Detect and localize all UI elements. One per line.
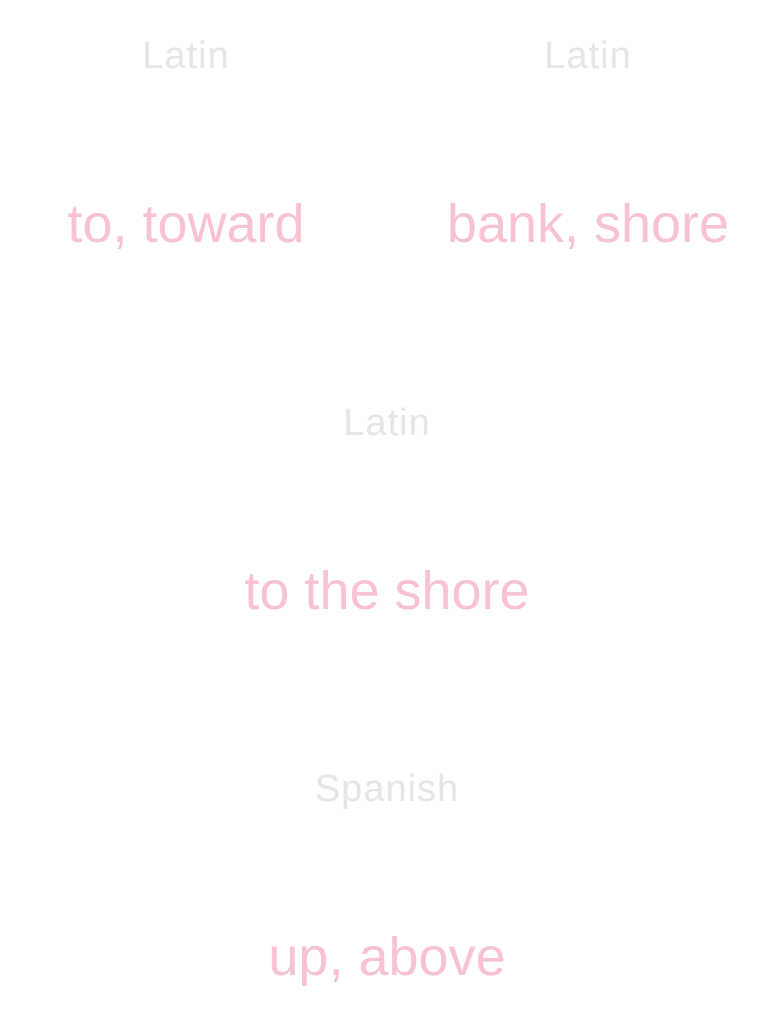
node-2-language: Latin bbox=[544, 35, 632, 77]
node-3-meaning: to the shore bbox=[244, 561, 530, 621]
node-3-language: Latin bbox=[343, 402, 431, 444]
node-4-meaning: up, above bbox=[268, 927, 506, 987]
node-2-meaning: bank, shore bbox=[446, 194, 730, 254]
node-1-meaning: to, toward bbox=[67, 194, 305, 254]
node-4-language: Spanish bbox=[314, 768, 460, 810]
node-1-language: Latin bbox=[142, 35, 230, 77]
